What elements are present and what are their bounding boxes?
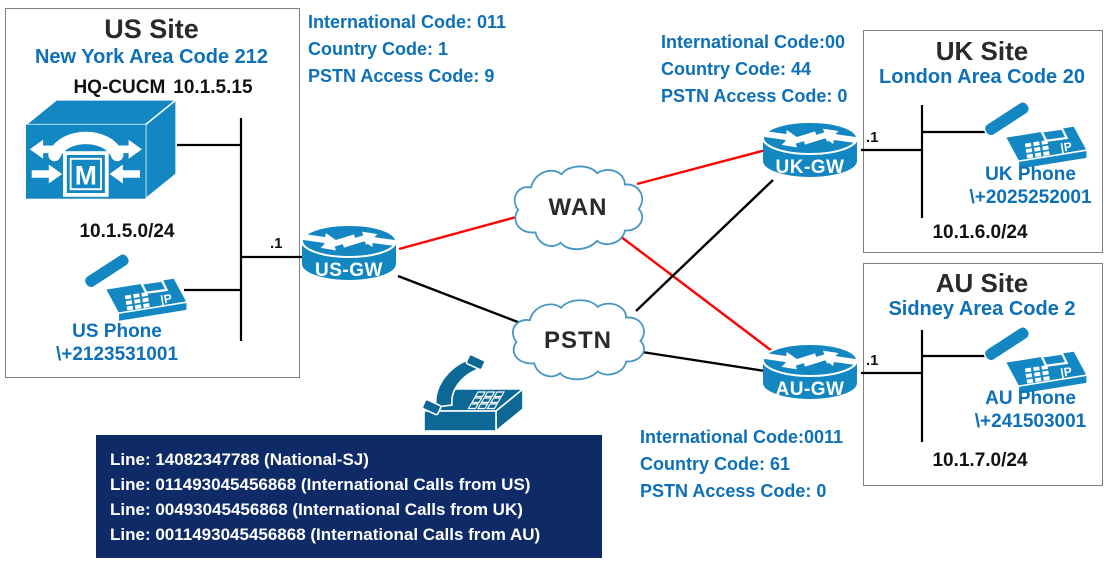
au-phone-number: \+241503001 — [974, 411, 1087, 432]
au-gw-interface-label: .1 — [866, 352, 879, 369]
phone-line-national: Line: 14082347788 (National-SJ) — [110, 450, 369, 469]
au-phone-name: AU Phone — [985, 388, 1076, 409]
us-dialing-codes: International Code: 011 Country Code: 1 … — [308, 9, 506, 90]
lan-segments — [177, 105, 986, 442]
us-site-subtitle: New York Area Code 212 — [34, 46, 269, 68]
cucm-hostname: HQ-CUCM — [73, 77, 166, 98]
ukgw-pstn-line — [635, 179, 774, 312]
uk-gw-label: UK-GW — [775, 157, 845, 178]
us-ip-phone-icon: |P — [83, 250, 188, 323]
analog-phone-icon — [420, 353, 524, 432]
uk-phone-name: UK Phone — [985, 164, 1076, 185]
us-phone-name: US Phone — [72, 321, 162, 342]
uk-phone-label: UK Phone \+2025252001 — [958, 163, 1103, 209]
us-site-title: US Site — [104, 14, 199, 44]
au-site-title: AU Site — [935, 268, 1029, 298]
au-phone-label: AU Phone \+241503001 — [958, 387, 1103, 433]
uk-subnet-label: 10.1.6.0/24 — [932, 222, 1028, 243]
au-ip-phone-icon: |P — [983, 323, 1088, 396]
uk-ip-phone-icon: |P — [983, 98, 1088, 171]
au-country-code: Country Code: 61 — [640, 454, 791, 474]
us-gw-interface-label: .1 — [270, 235, 283, 252]
pstn-augw-line — [641, 350, 766, 373]
ip-badge: |P — [1059, 364, 1072, 380]
cucm-arrows — [29, 139, 142, 184]
au-subnet-label: 10.1.7.0/24 — [932, 450, 1028, 471]
au-site-subtitle: Sidney Area Code 2 — [888, 298, 1076, 320]
au-international-code: International Code:0011 — [640, 427, 844, 447]
wan-label: WAN — [548, 194, 608, 221]
uk-country-code: Country Code: 44 — [661, 59, 812, 79]
uk-site-title: UK Site — [935, 36, 1029, 66]
uk-site-box — [863, 30, 1103, 253]
usgw-pstn-line — [397, 274, 524, 326]
phone-lines-panel: Line: 14082347788 (National-SJ) Line: 01… — [96, 435, 602, 558]
us-phone-number: \+2123531001 — [55, 344, 179, 365]
uk-pstn-access-code: PSTN Access Code: 0 — [661, 86, 848, 106]
us-pstn-access-code: PSTN Access Code: 9 — [308, 66, 495, 86]
uk-gw-interface-label: .1 — [866, 129, 879, 146]
cucm-server-icon: M — [23, 98, 179, 201]
us-phone-label: US Phone \+2123531001 — [37, 320, 197, 366]
uk-site-subtitle: London Area Code 20 — [879, 66, 1085, 88]
cucm-ip-address: 10.1.5.15 — [173, 77, 253, 98]
us-gw-label: US-GW — [315, 260, 383, 281]
phone-line-intl-us: Line: 011493045456868 (International Cal… — [110, 475, 531, 494]
us-international-code: International Code: 011 — [308, 12, 507, 32]
ip-badge: |P — [1059, 139, 1072, 155]
trunk-lines — [397, 148, 774, 373]
wan-augw-line — [619, 235, 773, 352]
usgw-wan-line — [398, 214, 521, 251]
cucm-host-line: HQ-CUCM 10.1.5.15 — [16, 77, 310, 99]
uk-international-code: International Code:00 — [661, 32, 846, 52]
ip-badge: |P — [159, 291, 172, 307]
us-subnet-label: 10.1.5.0/24 — [79, 221, 175, 242]
au-gw-label: AU-GW — [775, 379, 845, 400]
phone-line-intl-au: Line: 0011493045456868 (International Ca… — [110, 525, 541, 544]
au-site-box — [863, 263, 1103, 486]
uk-phone-number: \+2025252001 — [969, 187, 1092, 208]
uk-dialing-codes: International Code:00 Country Code: 44 P… — [661, 29, 847, 110]
cucm-m-letter: M — [75, 160, 97, 190]
phone-line-intl-uk: Line: 00493045456868 (International Call… — [110, 500, 523, 519]
au-pstn-access-code: PSTN Access Code: 0 — [640, 481, 827, 501]
au-dialing-codes: International Code:0011 Country Code: 61… — [640, 424, 843, 505]
pstn-label: PSTN — [543, 327, 612, 354]
us-site-box — [5, 8, 300, 378]
us-country-code: Country Code: 1 — [308, 39, 449, 59]
wan-ukgw-line — [636, 148, 767, 186]
